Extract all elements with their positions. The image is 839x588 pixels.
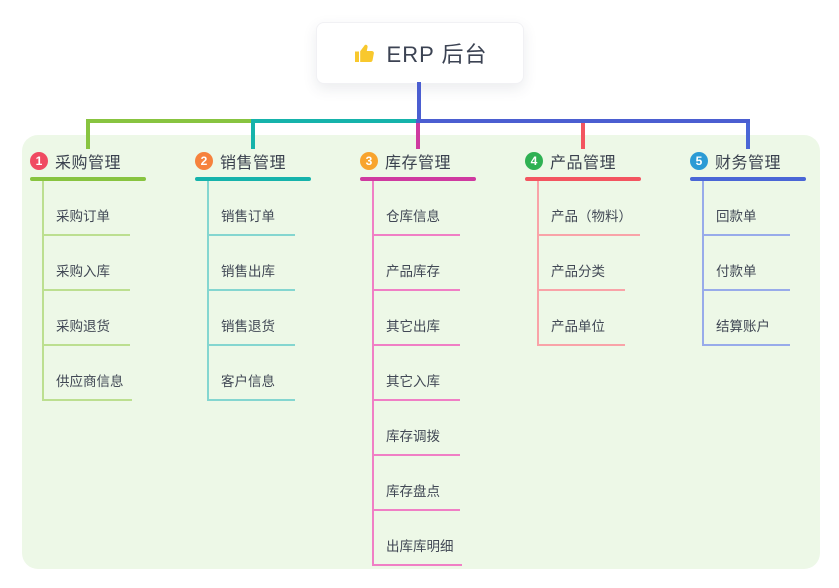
child-label: 其它出库 xyxy=(386,319,440,334)
child-node[interactable]: 付款单 xyxy=(704,236,790,291)
branch-label: 财务管理 xyxy=(715,155,782,172)
child-label: 销售出库 xyxy=(221,264,275,279)
child-label: 销售订单 xyxy=(221,209,275,224)
branch-label: 产品管理 xyxy=(550,155,617,172)
child-node[interactable]: 采购退货 xyxy=(44,291,130,346)
child-node[interactable]: 其它入库 xyxy=(374,346,460,401)
child-node[interactable]: 回款单 xyxy=(704,181,790,236)
child-node[interactable]: 销售订单 xyxy=(209,181,295,236)
child-label: 客户信息 xyxy=(221,374,275,389)
child-label: 其它入库 xyxy=(386,374,440,389)
branch-number-badge: 5 xyxy=(690,152,708,170)
branch-number-badge: 1 xyxy=(30,152,48,170)
child-label: 付款单 xyxy=(716,264,757,279)
branch-number-badge: 2 xyxy=(195,152,213,170)
child-node[interactable]: 库存盘点 xyxy=(374,456,460,511)
child-label: 销售退货 xyxy=(221,319,275,334)
child-node[interactable]: 产品（物料） xyxy=(539,181,640,236)
child-node[interactable]: 产品单位 xyxy=(539,291,625,346)
branch-underline xyxy=(360,177,476,181)
child-label: 仓库信息 xyxy=(386,209,440,224)
branch-children: 销售订单销售出库销售退货客户信息 xyxy=(207,181,311,401)
connector-drop xyxy=(86,119,90,149)
child-node[interactable]: 结算账户 xyxy=(704,291,790,346)
child-node[interactable]: 采购入库 xyxy=(44,236,130,291)
branch-label: 采购管理 xyxy=(55,155,122,172)
connector-bus-segment xyxy=(416,119,750,123)
branch-title-node[interactable]: 3 库存管理 xyxy=(360,149,476,173)
branch: 3 库存管理 仓库信息产品库存其它出库其它入库库存调拨库存盘点出库库明细 xyxy=(360,149,476,566)
connector-bus-segment xyxy=(251,119,420,123)
child-label: 库存盘点 xyxy=(386,484,440,499)
child-node[interactable]: 出库库明细 xyxy=(374,511,462,566)
branch-children: 采购订单采购入库采购退货供应商信息 xyxy=(42,181,146,401)
child-label: 产品分类 xyxy=(551,264,605,279)
branch-label: 销售管理 xyxy=(220,155,287,172)
child-node[interactable]: 仓库信息 xyxy=(374,181,460,236)
child-label: 供应商信息 xyxy=(56,374,124,389)
branch: 1 采购管理 采购订单采购入库采购退货供应商信息 xyxy=(30,149,146,401)
root-connector-line xyxy=(417,82,421,121)
child-label: 采购入库 xyxy=(56,264,110,279)
branch-number-badge: 3 xyxy=(360,152,378,170)
branch-title-node[interactable]: 1 采购管理 xyxy=(30,149,146,173)
branch-underline xyxy=(690,177,806,181)
branch-title-node[interactable]: 4 产品管理 xyxy=(525,149,641,173)
root-title: ERP 后台 xyxy=(386,42,488,67)
thumbs-up-icon xyxy=(353,41,377,65)
child-label: 采购退货 xyxy=(56,319,110,334)
branches-panel: 1 采购管理 采购订单采购入库采购退货供应商信息 2 销售管理 销售订单销售出库… xyxy=(22,135,820,569)
branch-underline xyxy=(30,177,146,181)
connector-bus-segment xyxy=(86,119,255,123)
branch: 4 产品管理 产品（物料） 产品分类产品单位 xyxy=(525,149,641,346)
child-node[interactable]: 供应商信息 xyxy=(44,346,132,401)
branch-children: 回款单付款单结算账户 xyxy=(702,181,806,346)
connector-drop xyxy=(251,119,255,149)
branch: 2 销售管理 销售订单销售出库销售退货客户信息 xyxy=(195,149,311,401)
child-label: 出库库明细 xyxy=(386,539,454,554)
child-label: 产品单位 xyxy=(551,319,605,334)
branch-children: 仓库信息产品库存其它出库其它入库库存调拨库存盘点出库库明细 xyxy=(372,181,476,566)
connector-drop xyxy=(746,119,750,149)
branch-label: 库存管理 xyxy=(385,155,452,172)
child-label: 回款单 xyxy=(716,209,757,224)
branch-title-node[interactable]: 5 财务管理 xyxy=(690,149,806,173)
child-node[interactable]: 库存调拨 xyxy=(374,401,460,456)
root-node[interactable]: ERP 后台 xyxy=(316,22,524,84)
child-label: 产品库存 xyxy=(386,264,440,279)
connector-drop xyxy=(581,119,585,149)
branch-children: 产品（物料） 产品分类产品单位 xyxy=(537,181,641,346)
child-node[interactable]: 销售出库 xyxy=(209,236,295,291)
branch-title-node[interactable]: 2 销售管理 xyxy=(195,149,311,173)
child-node[interactable]: 产品库存 xyxy=(374,236,460,291)
connector-drop xyxy=(416,119,420,149)
child-node[interactable]: 销售退货 xyxy=(209,291,295,346)
child-label: 结算账户 xyxy=(716,319,770,334)
branch-underline xyxy=(195,177,311,181)
child-node[interactable]: 其它出库 xyxy=(374,291,460,346)
branch: 5 财务管理 回款单付款单结算账户 xyxy=(690,149,806,346)
child-label: 采购订单 xyxy=(56,209,110,224)
branch-underline xyxy=(525,177,641,181)
child-label: 库存调拨 xyxy=(386,429,440,444)
branch-number-badge: 4 xyxy=(525,152,543,170)
child-label: 产品（物料） xyxy=(551,209,632,224)
child-node[interactable]: 产品分类 xyxy=(539,236,625,291)
child-node[interactable]: 采购订单 xyxy=(44,181,130,236)
child-node[interactable]: 客户信息 xyxy=(209,346,295,401)
